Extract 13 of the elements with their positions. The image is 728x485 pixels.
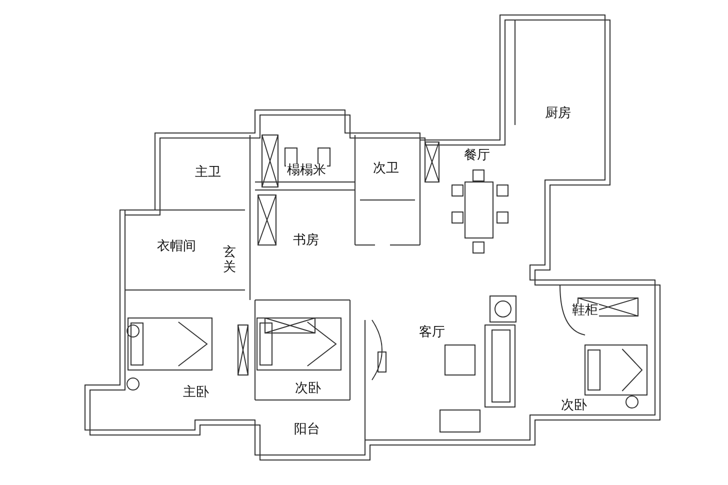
room-label: 次卧 xyxy=(560,399,588,414)
room-label: 衣帽间 xyxy=(156,240,197,254)
room-label: 主卧 xyxy=(182,386,210,400)
room-label: 玄关 xyxy=(222,246,238,276)
room-label: 榻榻米 xyxy=(286,164,327,178)
room-label: 厨房 xyxy=(544,107,572,122)
room-label: 鞋柜 xyxy=(571,304,599,318)
room-label: 次卧 xyxy=(294,382,322,396)
room-label: 客厅 xyxy=(418,326,446,340)
room-label: 书房 xyxy=(292,234,320,248)
room-label: 阳台 xyxy=(293,423,321,438)
room-label: 餐厅 xyxy=(463,149,491,164)
room-label: 次卫 xyxy=(372,162,400,176)
